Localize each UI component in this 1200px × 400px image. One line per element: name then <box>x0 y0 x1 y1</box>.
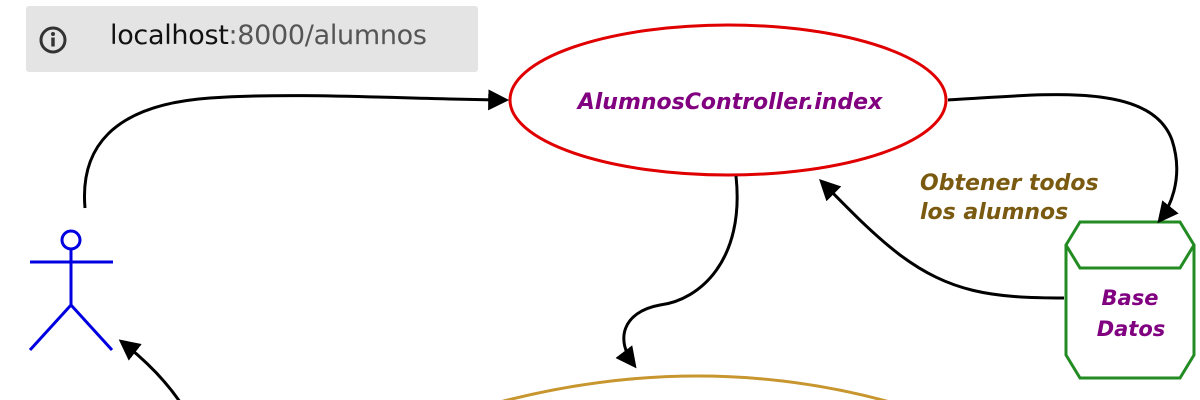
url-host: localhost <box>110 20 229 51</box>
arrow-controller-to-database <box>947 93 1179 224</box>
arrow-view-to-user <box>118 339 181 400</box>
arrow-database-to-controller <box>819 179 1065 300</box>
info-circle-icon[interactable] <box>38 25 68 55</box>
url-bar[interactable] <box>26 6 478 72</box>
arrow-user-to-controller <box>82 89 510 209</box>
database-label-line2: Datos <box>1097 317 1166 341</box>
edge-label-line2: los alumnos <box>920 200 1068 225</box>
controller-node <box>508 23 948 177</box>
url-text[interactable]: localhost:8000/alumnos <box>110 20 427 51</box>
arrow-controller-to-view <box>615 175 739 369</box>
user-actor-icon <box>28 229 114 352</box>
database-label-line1: Base <box>1102 286 1159 310</box>
url-path: :8000/alumnos <box>228 20 427 51</box>
database-node <box>1064 220 1196 380</box>
controller-label: AlumnosController.index <box>576 90 883 115</box>
edge-label-line1: Obtener todos <box>920 171 1099 196</box>
view-node <box>501 374 889 400</box>
